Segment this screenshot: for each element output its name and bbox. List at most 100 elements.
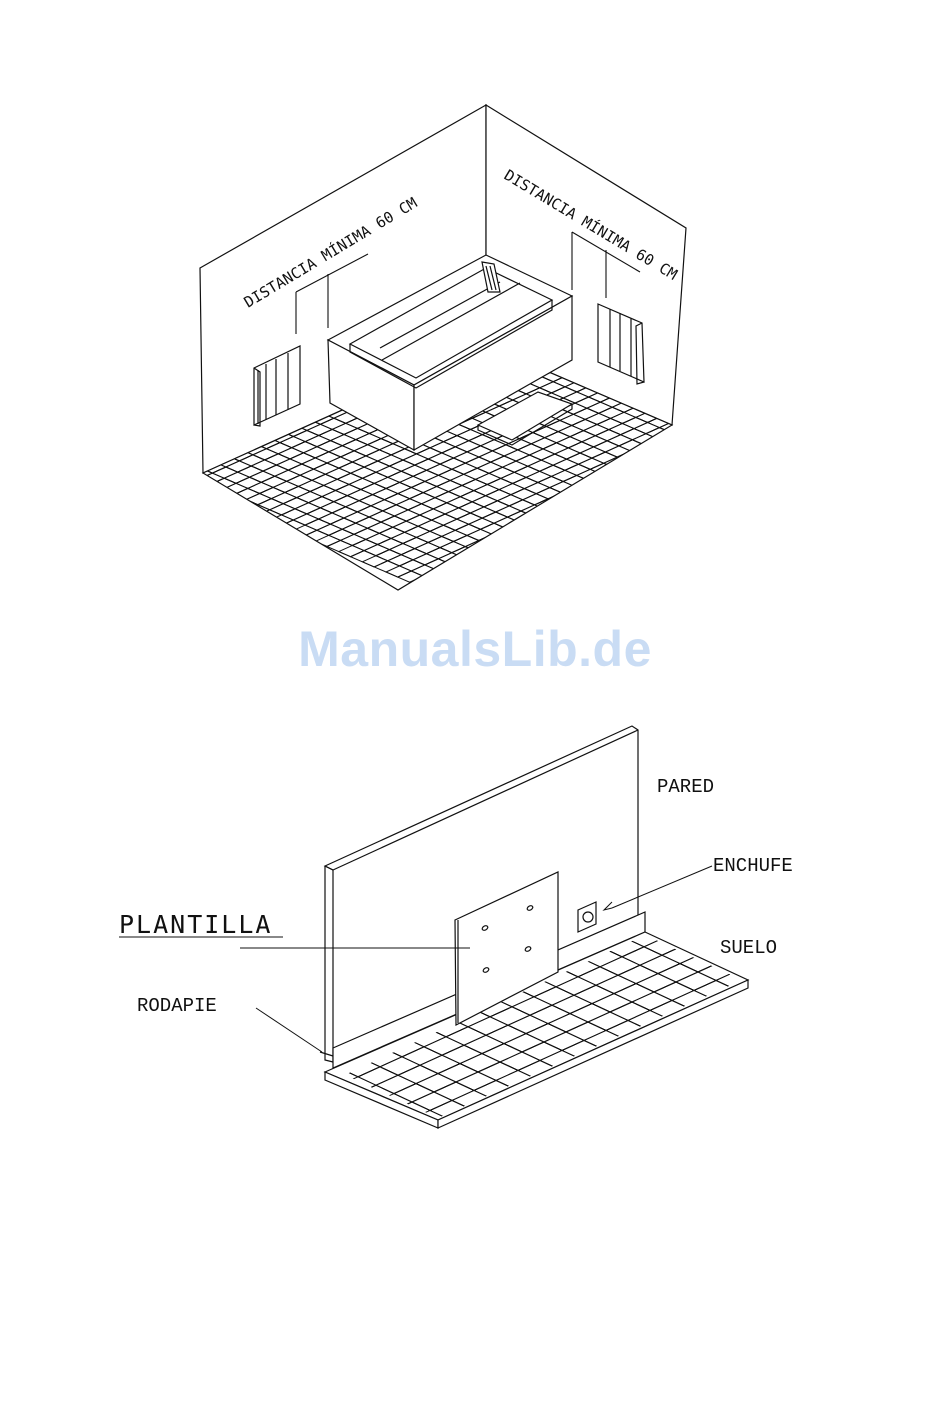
- floor-tile: [737, 324, 774, 340]
- floor-tile: [575, 564, 612, 580]
- floor-tile: [720, 346, 759, 363]
- floor-tile: [946, 348, 950, 365]
- floor-tile: [920, 934, 950, 962]
- floor-tile: [600, 473, 639, 490]
- floor-tile: [749, 412, 786, 428]
- floor-tile: [732, 1069, 794, 1097]
- floor-tile: [838, 397, 877, 414]
- floor-tile: [759, 423, 798, 440]
- floor-tile: [840, 937, 902, 965]
- floor-tile: [767, 367, 806, 384]
- floor-tile: [685, 337, 722, 353]
- floor-tile: [870, 441, 907, 457]
- floor-tile: [899, 251, 936, 267]
- floor-tile: [892, 373, 931, 390]
- floor-tile: [924, 250, 950, 266]
- floor-tile: [690, 303, 727, 319]
- floor-tile: [556, 1149, 618, 1160]
- floor-tile: [562, 487, 599, 503]
- floor-tile: [928, 305, 950, 322]
- floor-tile: [901, 239, 938, 255]
- floor-tile: [741, 212, 780, 229]
- floor-tile: [722, 425, 759, 441]
- floor-tile: [656, 438, 695, 455]
- floor-tile: [815, 220, 854, 237]
- floor-tile: [687, 326, 724, 342]
- floor-tile: [835, 253, 874, 270]
- floor-tile: [938, 404, 950, 421]
- floor-tile: [779, 288, 818, 305]
- floor-tile: [806, 830, 864, 857]
- floor-tile: [757, 356, 794, 372]
- floor-tile: [732, 435, 771, 452]
- floor-tile: [542, 1132, 600, 1159]
- floor-tile: [857, 274, 896, 291]
- floor-tile: [790, 221, 829, 238]
- floor-tile: [831, 442, 870, 459]
- floor-tile: [784, 830, 846, 858]
- floor-tile: [759, 256, 798, 273]
- floor-tile: [737, 401, 776, 418]
- floor-tile: [696, 1052, 758, 1080]
- floor-tile: [864, 229, 903, 246]
- floor-tile: [897, 262, 934, 278]
- floor-tile: [823, 421, 860, 437]
- floor-tile: [482, 589, 521, 606]
- floor-tile: [594, 518, 633, 535]
- floor-tile: [726, 1016, 784, 1043]
- floor-tile: [783, 355, 820, 371]
- floor-tile: [520, 1132, 582, 1160]
- floor-tile: [896, 350, 935, 367]
- floor-tile: [779, 211, 816, 227]
- floor-tile: [641, 539, 680, 556]
- floor-tile: [817, 209, 856, 226]
- floor-tile: [796, 176, 835, 193]
- floor-tile: [795, 277, 832, 293]
- floor-tile: [644, 1109, 706, 1137]
- floor-tile: [828, 387, 865, 403]
- floor-tile: [686, 1017, 744, 1044]
- floor-tile: [561, 564, 600, 581]
- floor-tile: [930, 807, 950, 834]
- floor-tile: [727, 301, 766, 318]
- floor-tile: [510, 1097, 568, 1124]
- floor-tile: [583, 508, 620, 524]
- floor-tile: [766, 300, 803, 316]
- floor-tile: [608, 1092, 670, 1120]
- floor-tile: [766, 1014, 824, 1041]
- floor-tile: [808, 187, 845, 203]
- floor-tile: [892, 295, 929, 311]
- floor-tile: [749, 245, 786, 261]
- floor-tile: [724, 413, 761, 429]
- floor-tile: [605, 529, 642, 545]
- floor-tile: [869, 285, 906, 301]
- floor-tile: [732, 887, 794, 915]
- floor-tile: [838, 865, 896, 892]
- floor-tile: [464, 546, 503, 563]
- floor-tile: [786, 922, 844, 949]
- floor-tile: [933, 361, 950, 377]
- floor-tile: [550, 1096, 608, 1123]
- floor-tile: [538, 554, 577, 571]
- floor-tile: [460, 568, 499, 585]
- floor-tile: [828, 220, 865, 236]
- floor-tile: [150, 458, 189, 475]
- floor-tile: [781, 367, 818, 383]
- floor-tile: [826, 920, 884, 947]
- floor-tile: [872, 790, 934, 818]
- floor-tile: [941, 382, 950, 399]
- floor-tile: [484, 578, 523, 595]
- floor-tile: [719, 280, 756, 296]
- watermark: ManualsLib.de: [0, 620, 950, 678]
- floor-tile: [729, 213, 766, 229]
- floor-tile: [433, 580, 472, 597]
- floor-tile: [519, 600, 556, 616]
- floor-tile: [783, 433, 822, 450]
- floor-tile: [890, 808, 948, 835]
- floor-tile: [921, 272, 950, 288]
- floor-tile: [546, 498, 585, 515]
- floor-tile: [770, 996, 828, 1023]
- floor-tile: [668, 526, 707, 543]
- floor-tile: [837, 331, 874, 347]
- floor-tile: [683, 259, 722, 276]
